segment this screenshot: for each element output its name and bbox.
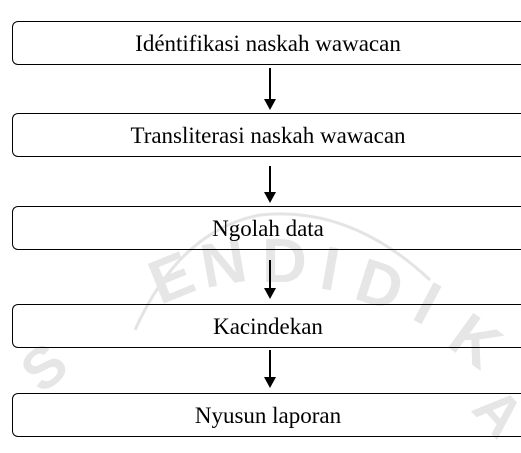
step-nyusun-laporan-label: Nyusun laporan xyxy=(194,402,342,428)
step-ngolah-data-label: Ngolah data xyxy=(212,215,324,241)
step-identifikasi-label: Idéntifikasi naskah wawacan xyxy=(135,30,401,56)
arrow-2-head xyxy=(264,192,276,203)
step-kacindekan-label: Kacindekan xyxy=(213,313,323,339)
arrow-1-head xyxy=(264,99,276,110)
step-kacindekan-box: Kacindekan xyxy=(12,304,521,348)
step-ngolah-data-box: Ngolah data xyxy=(12,206,521,250)
step-nyusun-laporan-box: Nyusun laporan xyxy=(12,393,521,437)
step-transliterasi-label: Transliterasi naskah wawacan xyxy=(130,122,406,148)
step-identifikasi-box: Idéntifikasi naskah wawacan xyxy=(12,21,521,65)
step-transliterasi-box: Transliterasi naskah wawacan xyxy=(12,113,521,157)
arrow-3-head xyxy=(264,288,276,299)
arrow-4-head xyxy=(264,377,276,388)
